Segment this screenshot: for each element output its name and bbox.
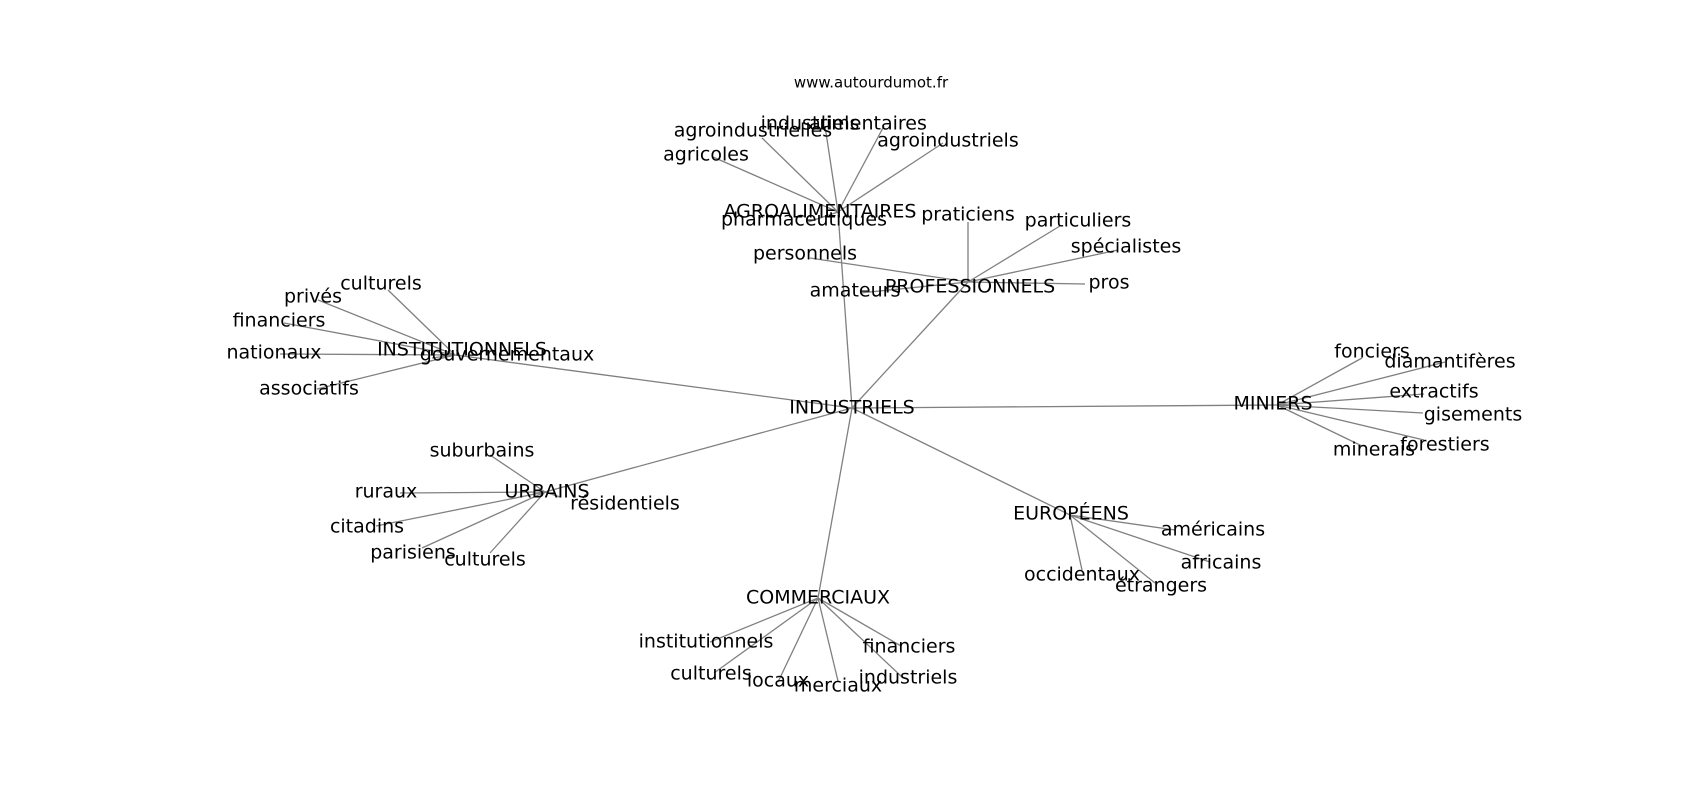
edge-europeens-etrangers bbox=[1069, 514, 1156, 584]
node-leaf-europeens-americains[interactable]: américains bbox=[1161, 519, 1265, 541]
node-hub-europeens[interactable]: EUROPÉENS bbox=[1013, 502, 1129, 525]
node-leaf-institutionnels-financiers[interactable]: financiers bbox=[233, 310, 326, 332]
edge-professionnels-specialistes bbox=[967, 249, 1119, 283]
node-leaf-miniers-forestiers[interactable]: forestiers bbox=[1400, 434, 1489, 456]
edge-miniers-forestiers bbox=[1276, 404, 1425, 441]
node-leaf-urbains-parisiens[interactable]: parisiens bbox=[370, 542, 456, 564]
edge-institutionnels-gouvernementaux bbox=[431, 354, 456, 359]
edge-europeens-occidentaux bbox=[1069, 514, 1083, 571]
edge-center-miniers bbox=[851, 404, 1278, 409]
node-leaf-europeens-etrangers[interactable]: étrangers bbox=[1115, 575, 1207, 597]
watermark-text[interactable]: www.autourdumot.fr bbox=[794, 74, 949, 92]
edge-commerciaux-institutionnels bbox=[709, 597, 819, 643]
edge-center-europeens bbox=[851, 407, 1071, 516]
edge-agroalimentaires-pharmaceutiques bbox=[807, 211, 839, 223]
node-leaf-miniers-diamantiferes[interactable]: diamantifères bbox=[1384, 351, 1515, 373]
edge-professionnels-personnels bbox=[809, 257, 969, 283]
edge-center-commerciaux bbox=[817, 407, 853, 599]
node-leaf-commerciaux-financiers[interactable]: financiers bbox=[863, 636, 956, 658]
edge-urbains-culturels bbox=[489, 491, 546, 554]
edge-agroalimentaires-agroindustrielles bbox=[761, 137, 839, 213]
edge-center-professionnels bbox=[851, 281, 969, 409]
node-leaf-professionnels-personnels[interactable]: personnels bbox=[753, 243, 857, 265]
edge-center-institutionnels bbox=[454, 354, 853, 409]
node-hub-institutionnels[interactable]: INSTITUTIONNELS bbox=[377, 339, 547, 361]
node-leaf-institutionnels-prives[interactable]: privés bbox=[284, 286, 342, 308]
edge-institutionnels-prives bbox=[317, 299, 456, 356]
node-hub-agroalimentaires[interactable]: AGROALIMENTAIRES bbox=[723, 201, 916, 223]
node-leaf-professionnels-particuliers[interactable]: particuliers bbox=[1025, 210, 1132, 232]
node-leaf-commerciaux-merciaux[interactable]: merciaux bbox=[794, 675, 882, 697]
node-leaf-europeens-occidentaux[interactable]: occidentaux bbox=[1024, 564, 1140, 586]
edge-agroalimentaires-agroindustriels bbox=[837, 142, 944, 213]
node-leaf-institutionnels-associatifs[interactable]: associatifs bbox=[259, 378, 359, 400]
edge-commerciaux-financiers bbox=[817, 597, 902, 647]
node-leaf-agroalimentaires-agricoles[interactable]: agricoles bbox=[663, 144, 749, 166]
edge-commerciaux-merciaux bbox=[817, 597, 839, 682]
edge-urbains-residentiels bbox=[544, 491, 561, 498]
node-leaf-professionnels-pros[interactable]: pros bbox=[1089, 272, 1130, 294]
edge-miniers-minerais bbox=[1276, 404, 1363, 447]
edge-urbains-suburbains bbox=[489, 454, 546, 493]
edge-institutionnels-culturels bbox=[387, 289, 456, 356]
node-leaf-agroalimentaires-agroindustrielles[interactable]: agroindustrielles bbox=[674, 120, 832, 142]
node-leaf-urbains-culturels[interactable]: culturels bbox=[444, 549, 526, 571]
node-leaf-urbains-residentiels[interactable]: résidentiels bbox=[570, 493, 680, 515]
edge-institutionnels-financiers bbox=[283, 322, 456, 356]
node-leaf-institutionnels-gouvernementaux[interactable]: gouvernementaux bbox=[420, 344, 595, 366]
edge-center-urbains bbox=[544, 407, 853, 493]
node-leaf-agroalimentaires-industriels[interactable]: industriels bbox=[761, 113, 860, 135]
edge-commerciaux-culturels bbox=[713, 597, 819, 674]
edge-agroalimentaires-agricoles bbox=[712, 156, 839, 213]
node-leaf-miniers-fonciers[interactable]: fonciers bbox=[1334, 341, 1409, 363]
edge-commerciaux-industriels bbox=[817, 597, 903, 678]
edge-commerciaux-locaux bbox=[777, 597, 819, 683]
edge-urbains-citadins bbox=[375, 491, 546, 527]
node-leaf-commerciaux-institutionnels[interactable]: institutionnels bbox=[639, 631, 774, 653]
node-leaf-commerciaux-industriels[interactable]: industriels bbox=[859, 667, 958, 689]
node-leaf-urbains-suburbains[interactable]: suburbains bbox=[430, 440, 535, 462]
node-leaf-urbains-citadins[interactable]: citadins bbox=[330, 516, 404, 538]
edge-miniers-extractifs bbox=[1276, 393, 1425, 406]
node-leaf-europeens-africains[interactable]: africains bbox=[1181, 552, 1262, 574]
edge-professionnels-particuliers bbox=[967, 225, 1061, 283]
edge-miniers-fonciers bbox=[1276, 357, 1363, 406]
node-leaf-professionnels-amateurs[interactable]: amateurs bbox=[810, 280, 901, 302]
node-leaf-institutionnels-culturels[interactable]: culturels bbox=[340, 273, 422, 295]
edge-institutionnels-nationaux bbox=[279, 353, 456, 356]
node-hub-miniers[interactable]: MINIERS bbox=[1233, 393, 1312, 415]
node-leaf-professionnels-specialistes[interactable]: spécialistes bbox=[1071, 236, 1182, 258]
node-leaf-urbains-ruraux[interactable]: ruraux bbox=[355, 481, 418, 503]
node-hub-urbains[interactable]: URBAINS bbox=[504, 481, 589, 503]
edge-professionnels-amateurs bbox=[859, 281, 969, 294]
node-leaf-commerciaux-locaux[interactable]: locaux bbox=[747, 670, 809, 692]
edge-agroalimentaires-industriels bbox=[824, 125, 839, 213]
edge-miniers-gisements bbox=[1276, 404, 1424, 414]
node-leaf-institutionnels-nationaux[interactable]: nationaux bbox=[226, 342, 321, 364]
edge-europeens-americains bbox=[1069, 514, 1176, 531]
node-hub-professionnels[interactable]: PROFESSIONNELS bbox=[885, 276, 1055, 298]
edge-urbains-ruraux bbox=[399, 491, 546, 494]
node-center-industriels[interactable]: INDUSTRIELS bbox=[789, 397, 914, 419]
edge-europeens-africains bbox=[1069, 514, 1211, 563]
node-leaf-agroalimentaires-alimentaires[interactable]: alimentaires bbox=[809, 113, 927, 135]
node-leaf-commerciaux-culturels[interactable]: culturels bbox=[670, 663, 752, 685]
edge-center-agroalimentaires bbox=[837, 211, 853, 409]
node-leaf-miniers-minerais[interactable]: minerais bbox=[1333, 439, 1415, 461]
edge-miniers-diamantiferes bbox=[1276, 361, 1446, 406]
labels-layer: www.autourdumot.fr INDUSTRIELS AGROALIMEN… bbox=[226, 74, 1522, 697]
node-hub-commerciaux[interactable]: COMMERCIAUX bbox=[746, 587, 890, 609]
edge-agroalimentaires-alimentaires bbox=[837, 125, 885, 213]
edge-professionnels-pros bbox=[967, 281, 1086, 285]
edge-urbains-parisiens bbox=[421, 491, 546, 549]
node-leaf-agroalimentaires-pharmaceutiques[interactable]: pharmaceutiques bbox=[721, 209, 887, 231]
edge-institutionnels-associatifs bbox=[316, 354, 456, 390]
node-leaf-miniers-extractifs[interactable]: extractifs bbox=[1389, 381, 1478, 403]
node-leaf-miniers-gisements[interactable]: gisements bbox=[1424, 404, 1523, 426]
node-leaf-professionnels-praticiens[interactable]: praticiens bbox=[921, 204, 1015, 226]
edges-layer bbox=[279, 125, 1446, 683]
node-leaf-agroalimentaires-agroindustriels[interactable]: agroindustriels bbox=[877, 130, 1018, 152]
